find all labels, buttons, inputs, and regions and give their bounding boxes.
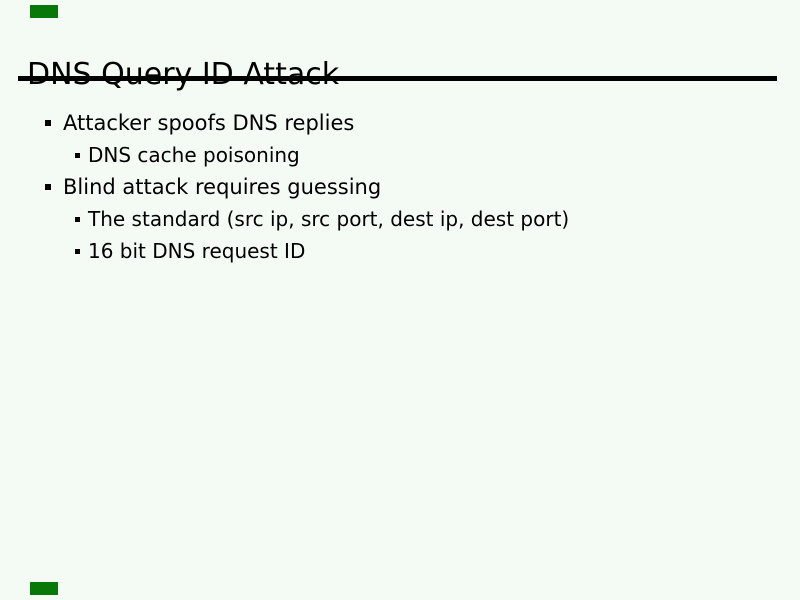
title-underline-rule bbox=[18, 76, 777, 81]
bullet-item: DNS cache poisoning bbox=[0, 139, 800, 171]
bullet-item: The standard (src ip, src port, dest ip,… bbox=[0, 203, 800, 235]
bullet-text: The standard (src ip, src port, dest ip,… bbox=[88, 207, 570, 231]
bullet-text: DNS cache poisoning bbox=[88, 143, 300, 167]
bullet-text: Attacker spoofs DNS replies bbox=[63, 111, 355, 135]
green-corner-marker-bottom bbox=[30, 582, 58, 595]
green-corner-marker-top bbox=[30, 5, 58, 18]
bullet-item: Blind attack requires guessing bbox=[0, 171, 800, 203]
bullet-text: 16 bit DNS request ID bbox=[88, 239, 306, 263]
bullet-square-icon bbox=[75, 153, 80, 158]
bullet-item: 16 bit DNS request ID bbox=[0, 235, 800, 267]
bullet-square-icon bbox=[45, 120, 51, 126]
bullet-square-icon bbox=[75, 249, 80, 254]
slide-title: DNS Query ID Attack bbox=[27, 57, 340, 93]
bullet-square-icon bbox=[75, 217, 80, 222]
bullet-text: Blind attack requires guessing bbox=[63, 175, 382, 199]
bullet-square-icon bbox=[45, 184, 51, 190]
bullet-item: Attacker spoofs DNS replies bbox=[0, 107, 800, 139]
